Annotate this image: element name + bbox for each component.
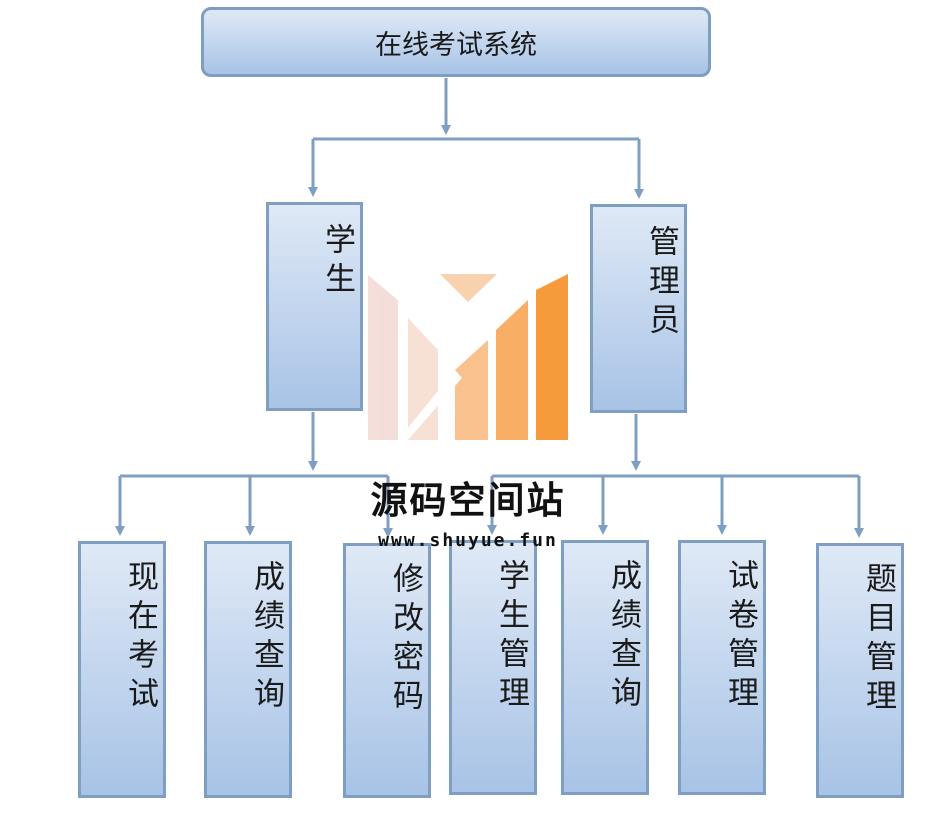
root-label: 在线考试系统 bbox=[375, 29, 537, 61]
function-label: 试卷管理 bbox=[722, 559, 758, 715]
function-node-student-management: 学生管理 bbox=[449, 540, 537, 795]
root-node: 在线考试系统 bbox=[201, 7, 711, 77]
role-admin-node: 管理员 bbox=[590, 204, 687, 413]
function-node-student-score-query: 成绩查询 bbox=[204, 541, 292, 798]
function-label: 成绩查询 bbox=[248, 560, 284, 716]
function-label: 现在考试 bbox=[122, 560, 158, 716]
function-label: 题目管理 bbox=[860, 562, 896, 718]
function-node-admin-score-query: 成绩查询 bbox=[561, 540, 649, 795]
function-label: 学生管理 bbox=[493, 559, 529, 715]
function-node-change-password: 修改密码 bbox=[343, 543, 431, 798]
role-student-node: 学生 bbox=[266, 202, 363, 411]
function-node-paper-management: 试卷管理 bbox=[678, 540, 766, 795]
role-admin-label: 管理员 bbox=[643, 225, 679, 342]
function-label: 修改密码 bbox=[387, 562, 423, 718]
role-student-label: 学生 bbox=[319, 223, 355, 301]
function-node-take-exam: 现在考试 bbox=[78, 541, 166, 798]
function-node-question-management: 题目管理 bbox=[816, 543, 904, 798]
function-label: 成绩查询 bbox=[605, 559, 641, 715]
